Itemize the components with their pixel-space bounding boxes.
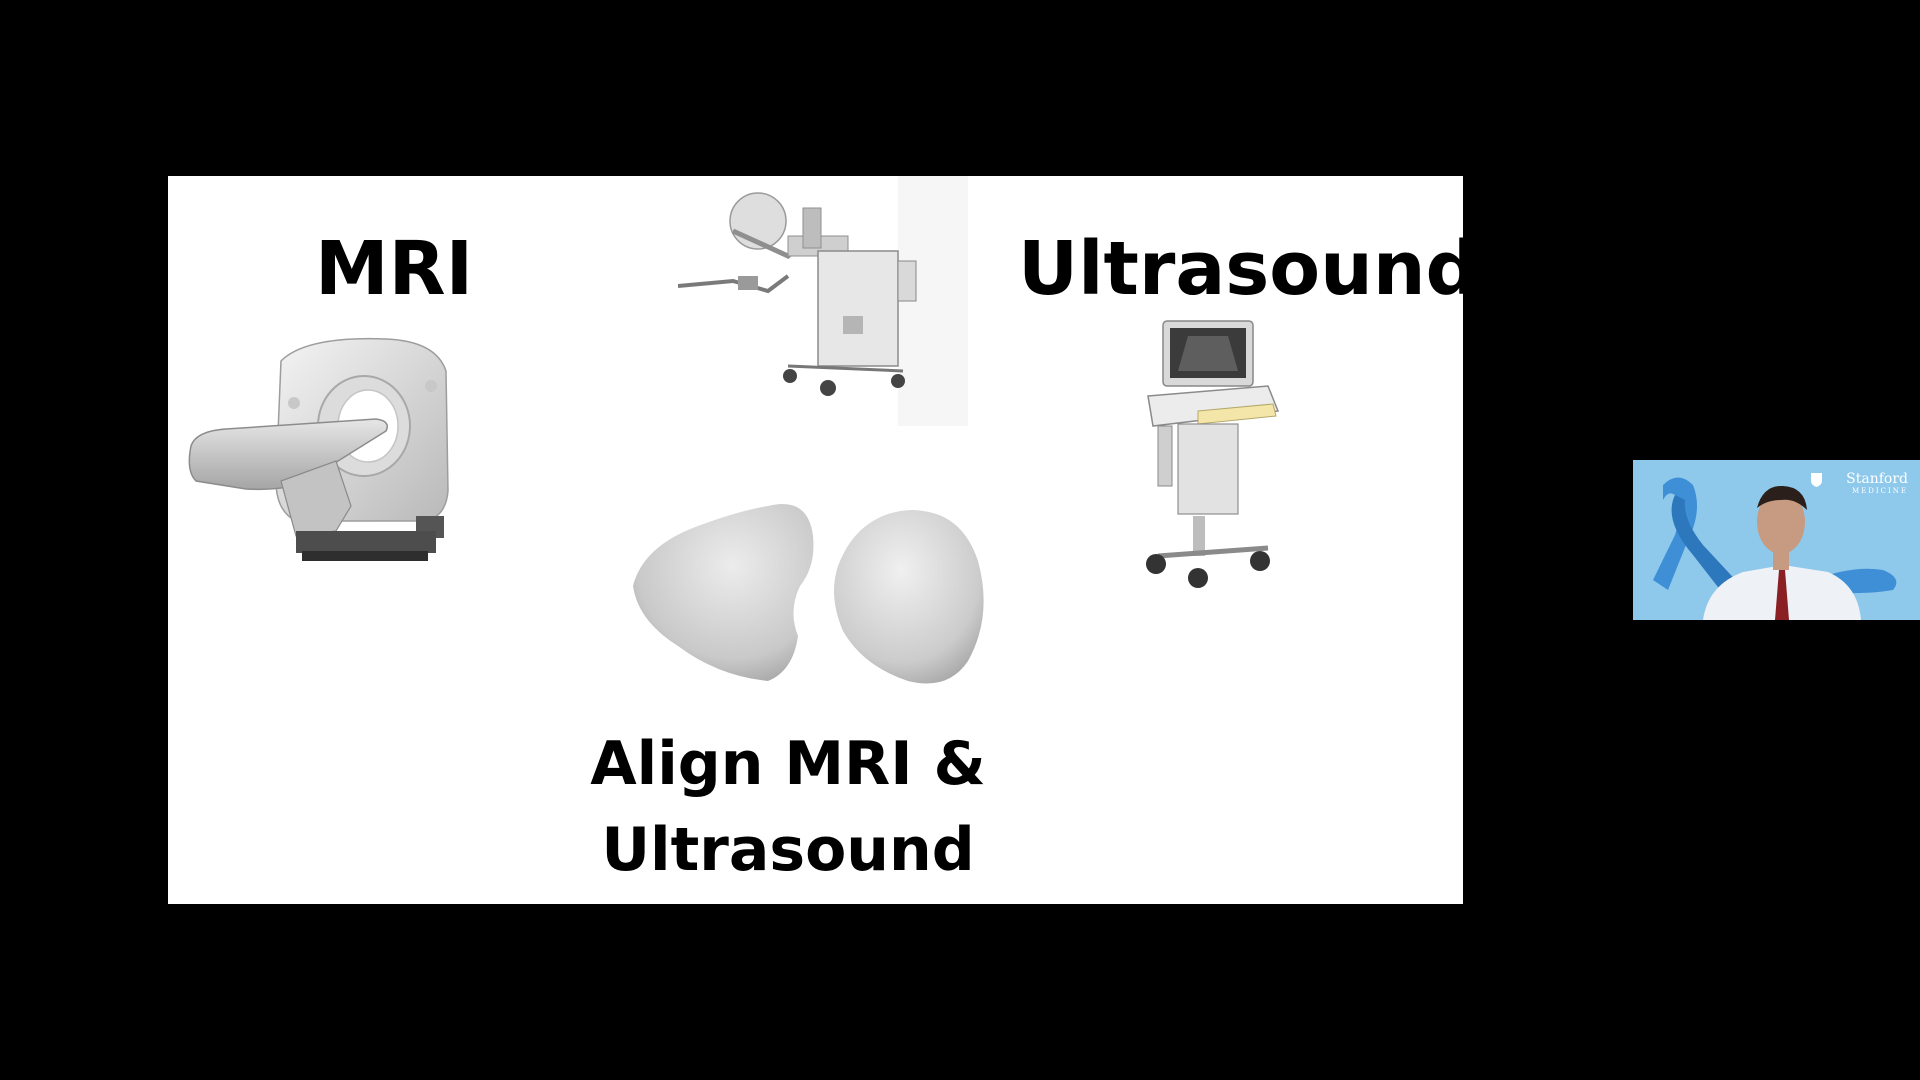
robotic-cart-image	[678, 176, 968, 426]
align-caption: Align MRI & Ultrasound	[588, 721, 988, 893]
awareness-ribbon-icon	[1653, 477, 1697, 590]
presentation-slide: MRI Ultrasound	[168, 176, 1463, 904]
align-caption-line-2: Ultrasound	[601, 815, 975, 885]
prostate-models-image	[633, 504, 984, 684]
ultrasound-machine-image	[1146, 320, 1280, 588]
stanford-shield-icon	[1811, 473, 1822, 487]
presenter-video-feed	[1653, 477, 1897, 620]
mri-heading: MRI	[315, 226, 474, 312]
presenter-video-tile[interactable]: Stanford MEDICINE	[1633, 460, 1920, 620]
stanford-medicine-logo: Stanford MEDICINE	[1846, 472, 1908, 496]
logo-sub: MEDICINE	[1851, 487, 1908, 495]
align-caption-line-1: Align MRI &	[590, 729, 986, 799]
ultrasound-heading: Ultrasound	[1018, 226, 1463, 312]
mri-scanner-image	[188, 337, 449, 561]
logo-name: Stanford	[1846, 471, 1908, 487]
